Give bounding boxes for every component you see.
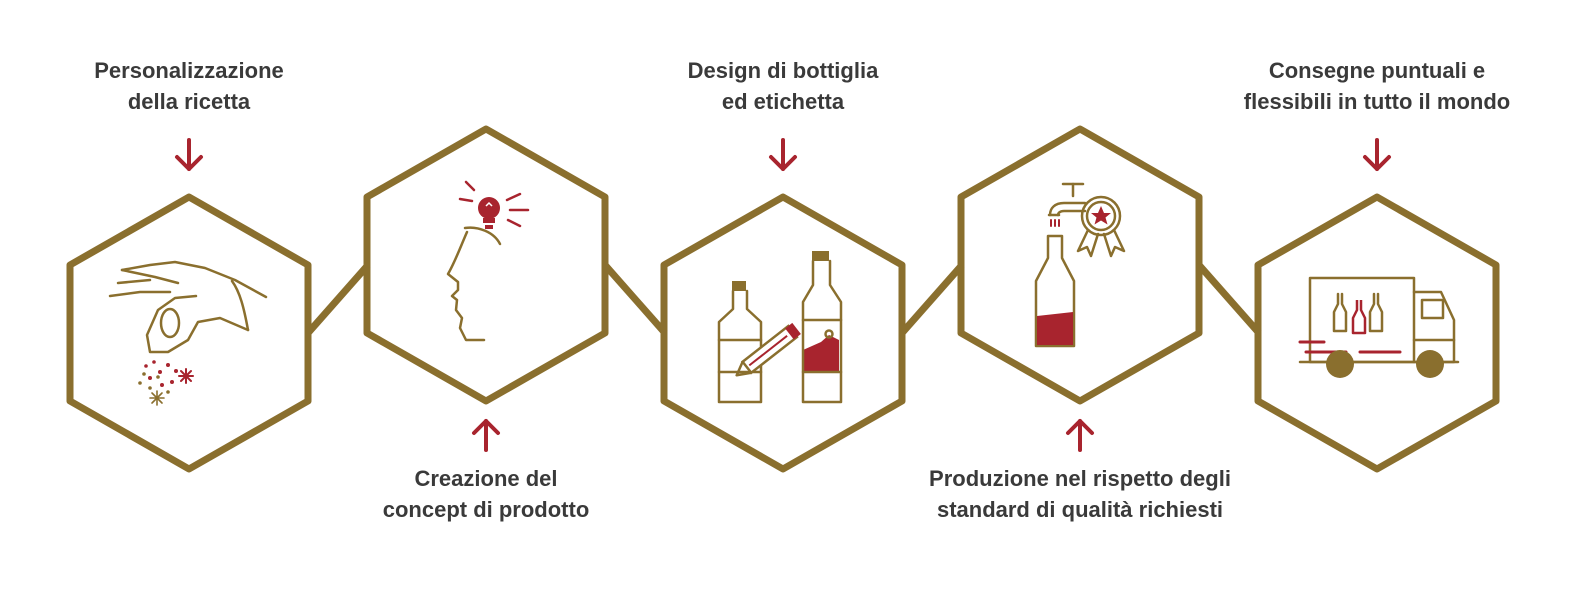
step-4-label-line-1: Produzione nel rispetto degli: [929, 466, 1231, 491]
step-2-label: Creazione del concept di prodotto: [306, 463, 666, 525]
step-2-label-line-2: concept di prodotto: [382, 497, 590, 522]
delivery-truck-icon: [1298, 276, 1460, 378]
head-idea-icon: [446, 180, 530, 342]
connector-line: [602, 262, 668, 336]
step-2-label-line-1: Creazione del: [414, 466, 558, 491]
quality-production-icon: [1034, 182, 1126, 348]
step-5-label: Consegne puntuali e flessibili in tutto …: [1197, 55, 1557, 117]
hexagon-step-1: [66, 193, 312, 473]
step-3-label: Design di bottiglia ed etichetta: [603, 55, 963, 117]
step-1-label: Personalizzazione della ricetta: [9, 55, 369, 117]
arrow-up-icon: [472, 419, 500, 452]
hexagon-step-4: [957, 125, 1203, 405]
step-4-label-line-2: standard di qualità richiesti: [936, 497, 1224, 522]
arrow-down-icon: [175, 138, 203, 171]
hexagon-step-3: [660, 193, 906, 473]
hand-sprinkling-icon: [108, 260, 268, 406]
arrow-down-icon: [769, 138, 797, 171]
step-1-label-line-1: Personalizzazione: [94, 58, 284, 83]
arrow-down-icon: [1363, 138, 1391, 171]
step-5-label-line-2: flessibili in tutto il mondo: [1243, 89, 1511, 114]
hexagon-step-2: [363, 125, 609, 405]
step-3-label-line-1: Design di bottiglia: [687, 58, 879, 83]
hexagon-step-5: [1254, 193, 1500, 473]
step-4-label: Produzione nel rispetto degli standard d…: [900, 463, 1260, 525]
step-3-label-line-2: ed etichetta: [721, 89, 845, 114]
connector-line: [1196, 262, 1262, 336]
arrow-up-icon: [1066, 419, 1094, 452]
connector-line: [899, 262, 965, 336]
connector-line: [305, 262, 371, 336]
bottle-design-icon: [717, 251, 843, 404]
step-5-label-line-1: Consegne puntuali e: [1268, 58, 1486, 83]
step-1-label-line-2: della ricetta: [127, 89, 251, 114]
